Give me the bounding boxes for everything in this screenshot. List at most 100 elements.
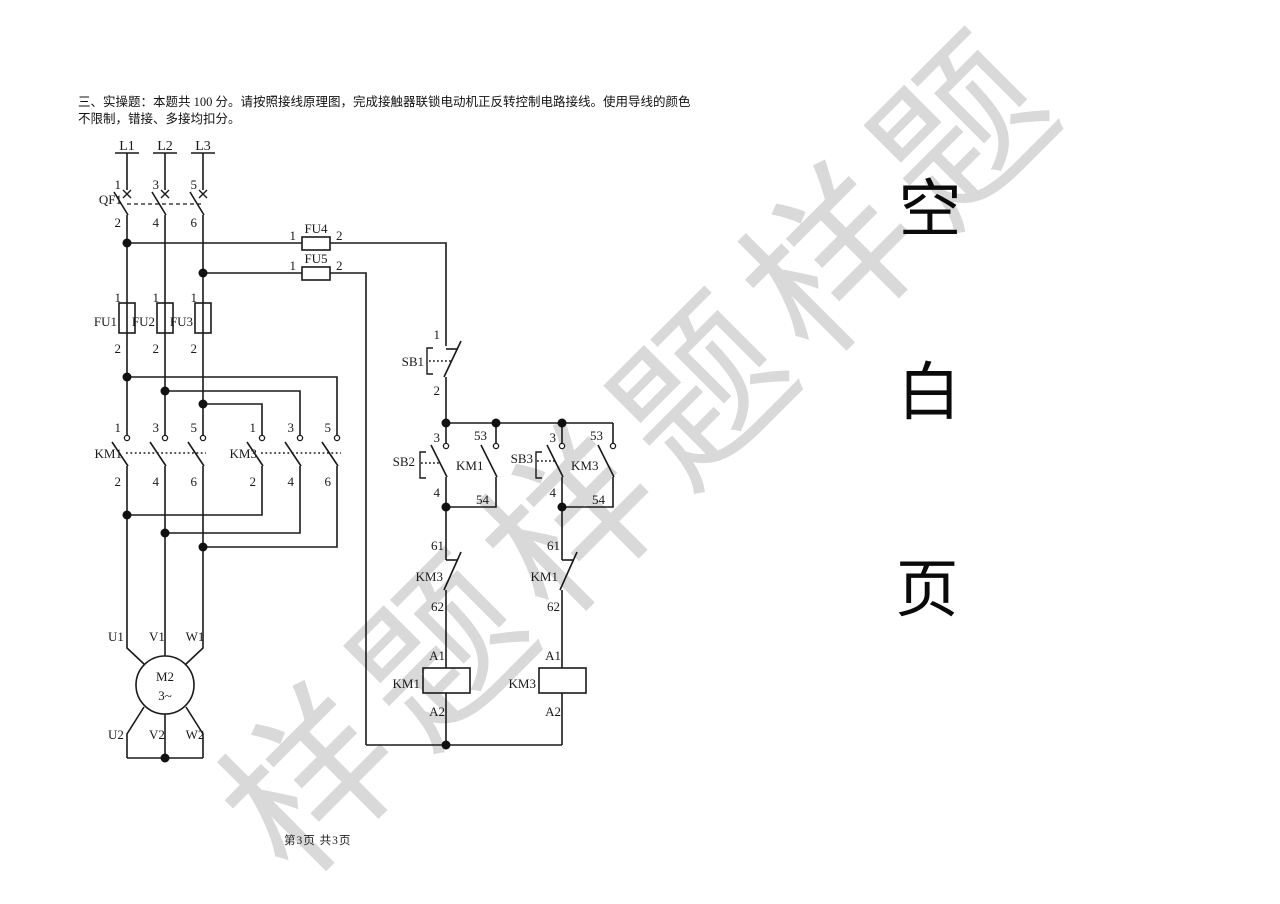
km1-interlock-contact: KM1 61 62 — [531, 538, 578, 614]
km3-coil-label: KM3 — [509, 676, 536, 691]
sb1-label: SB1 — [402, 354, 424, 369]
motor-terminal-w2: W2 — [186, 727, 205, 742]
fu2-label: FU2 — [132, 314, 155, 329]
fu1-label: FU1 — [94, 314, 117, 329]
sb2-terminal-3: 3 — [434, 430, 441, 445]
motor-terminal-v2: V2 — [149, 727, 165, 742]
fuse-fu3: FU3 1 2 — [170, 290, 212, 356]
fu5-terminal-1: 1 — [290, 258, 297, 273]
sb2-label: SB2 — [393, 454, 415, 469]
km3-nc-label: KM3 — [416, 569, 443, 584]
motor-phase: 3~ — [158, 688, 172, 703]
sb3-terminal-4: 4 — [550, 485, 557, 500]
supply-l1-label: L1 — [119, 139, 135, 154]
supply-terminals: L1 L2 L3 — [119, 139, 211, 154]
qf1-terminal-5: 5 — [191, 177, 198, 192]
km3-coil-terminal-a2: A2 — [545, 704, 561, 719]
km1-nc-label: KM1 — [531, 569, 558, 584]
sb1-terminal-1: 1 — [434, 327, 441, 342]
question-line-1: 三、实操题：本题共 100 分。请按照接线原理图，完成接触器联锁电动机正反转控制… — [78, 95, 691, 109]
motor-terminal-v1: V1 — [149, 629, 165, 644]
supply-l2-label: L2 — [157, 139, 173, 154]
km1-aux-label: KM1 — [456, 458, 483, 473]
km1-terminal-6: 6 — [191, 474, 198, 489]
km1-coil-terminal-a2: A2 — [429, 704, 445, 719]
km3-terminal-2: 2 — [250, 474, 257, 489]
km3-aux-terminal-54: 54 — [592, 492, 606, 507]
fu1-terminal-2: 2 — [115, 341, 122, 356]
km1-terminal-4: 4 — [153, 474, 160, 489]
fu4-label: FU4 — [304, 221, 328, 236]
qf1-terminal-3: 3 — [153, 177, 160, 192]
fu5-terminal-2: 2 — [336, 258, 343, 273]
question-text: 三、实操题：本题共 100 分。请按照接线原理图，完成接触器联锁电动机正反转控制… — [78, 94, 691, 128]
motor-terminal-u1: U1 — [108, 629, 124, 644]
page-number: 第3页 共3页 — [284, 835, 352, 847]
blank-page-char-3: 页 — [895, 555, 959, 625]
fu3-label: FU3 — [170, 314, 193, 329]
junction-dots — [122, 238, 567, 763]
stop-button-sb1: SB1 1 2 — [402, 327, 462, 398]
km1-coil-terminal-a1: A1 — [429, 648, 445, 663]
km3-terminal-6: 6 — [325, 474, 332, 489]
motor-terminal-w1: W1 — [186, 629, 205, 644]
fu3-terminal-2: 2 — [191, 341, 198, 356]
sb2-terminal-4: 4 — [434, 485, 441, 500]
km3-nc-terminal-62: 62 — [431, 599, 444, 614]
start-button-sb3: SB3 3 4 — [511, 430, 566, 500]
blank-page-char-1: 空 — [898, 175, 962, 245]
blank-page-char-2: 白 — [897, 358, 961, 428]
fu2-terminal-1: 1 — [153, 290, 160, 305]
km3-nc-terminal-61: 61 — [431, 538, 444, 553]
km1-nc-terminal-62: 62 — [547, 599, 560, 614]
sb1-terminal-2: 2 — [434, 383, 441, 398]
km3-coil: KM3 A1 A2 — [509, 648, 587, 719]
wires — [115, 152, 614, 759]
km3-aux-label: KM3 — [571, 458, 598, 473]
km1-terminal-5: 5 — [191, 420, 198, 435]
qf1-terminal-1: 1 — [115, 177, 122, 192]
km1-aux-terminal-54: 54 — [476, 492, 490, 507]
km1-aux-terminal-53: 53 — [474, 428, 487, 443]
motor-label: M2 — [156, 669, 174, 684]
sb3-terminal-3: 3 — [550, 430, 557, 445]
km3-interlock-contact: KM3 61 62 — [416, 538, 462, 614]
km1-coil-label: KM1 — [393, 676, 420, 691]
start-button-sb2: SB2 3 4 — [393, 430, 450, 500]
motor-terminal-u2: U2 — [108, 727, 124, 742]
km1-terminal-2: 2 — [115, 474, 122, 489]
km1-coil: KM1 A1 A2 — [393, 648, 471, 719]
km3-aux-contact: KM3 53 54 — [571, 428, 617, 507]
qf1-terminal-2: 2 — [115, 215, 122, 230]
contactor-km3-main: KM3 1 3 5 2 4 6 — [230, 420, 341, 489]
fuse-fu1: FU1 1 2 — [94, 290, 136, 356]
fuse-fu2: FU2 1 2 — [132, 290, 174, 356]
question-line-2: 不限制，错接、多接均扣分。 — [78, 112, 241, 126]
km1-terminal-3: 3 — [153, 420, 160, 435]
km1-terminal-1: 1 — [115, 420, 122, 435]
qf1-terminal-6: 6 — [191, 215, 198, 230]
motor-m2: M2 3~ U1 V1 W1 U2 V2 W2 — [108, 629, 204, 742]
supply-l3-label: L3 — [195, 139, 211, 154]
km1-aux-contact: KM1 53 54 — [456, 428, 500, 507]
sb3-label: SB3 — [511, 451, 533, 466]
km3-terminal-3: 3 — [288, 420, 295, 435]
km3-coil-terminal-a1: A1 — [545, 648, 561, 663]
fu3-terminal-1: 1 — [191, 290, 198, 305]
fuse-fu5: FU5 1 2 — [290, 251, 343, 281]
fu4-terminal-1: 1 — [290, 228, 297, 243]
breaker-qf1: QF1 1 3 5 2 4 6 — [99, 177, 208, 230]
km3-terminal-5: 5 — [325, 420, 332, 435]
fu5-label: FU5 — [304, 251, 327, 266]
km1-main-label: KM1 — [95, 446, 122, 461]
contactor-km1-main: KM1 1 3 5 2 4 6 — [95, 420, 207, 489]
km3-terminal-4: 4 — [288, 474, 295, 489]
fu2-terminal-2: 2 — [153, 341, 160, 356]
km3-aux-terminal-53: 53 — [590, 428, 603, 443]
fuse-fu4: FU4 1 2 — [290, 221, 343, 251]
km3-main-label: KM3 — [230, 446, 257, 461]
fu4-terminal-2: 2 — [336, 228, 343, 243]
fu1-terminal-1: 1 — [115, 290, 122, 305]
